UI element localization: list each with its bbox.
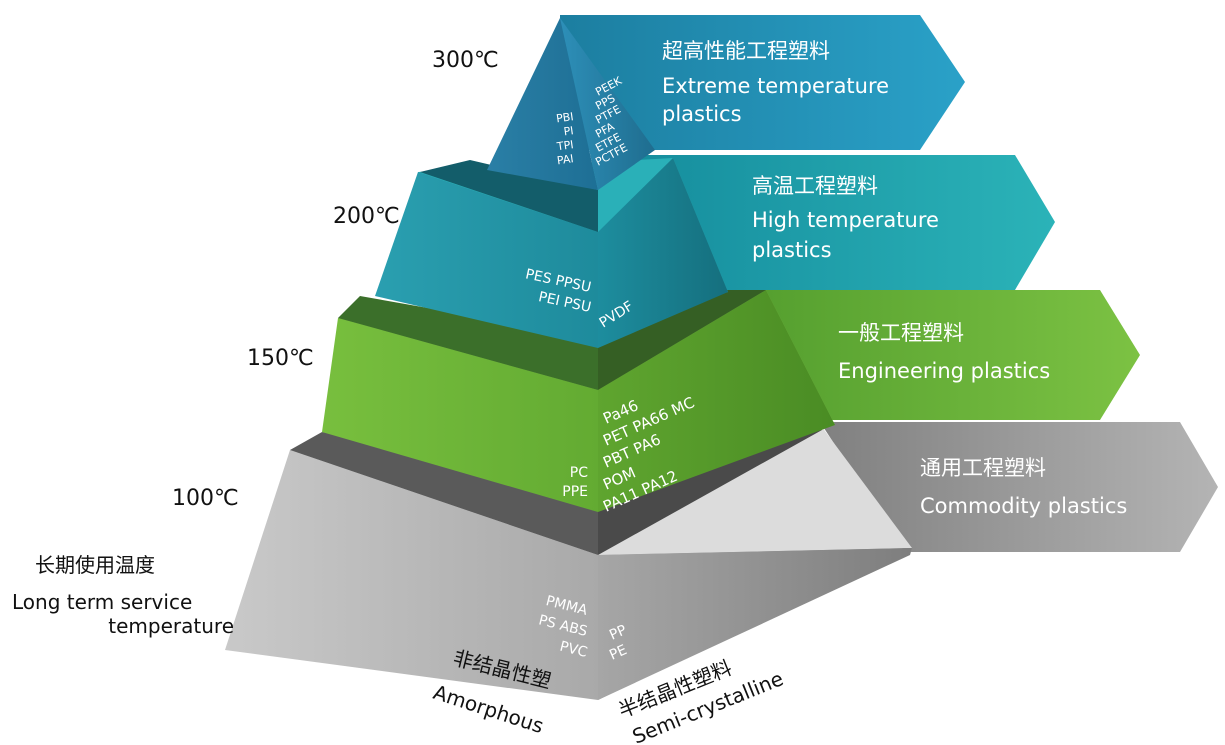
legend: 长期使用温度 Long term service temperature [12, 553, 234, 638]
banner-engineering-cn: 一般工程塑料 [838, 321, 964, 345]
banner-high: 高温工程塑料 High temperature plastics [640, 155, 1055, 290]
temp-200-value: 200 [333, 204, 375, 229]
legend-en-line2: temperature [108, 614, 234, 638]
materials-extreme-amorphous: PBI PI TPI PAI [555, 110, 574, 167]
svg-text:300℃: 300℃ [432, 48, 499, 73]
temperature-200: 200℃ [333, 204, 400, 229]
svg-text:200℃: 200℃ [333, 204, 400, 229]
mat-pc: PC [570, 465, 588, 481]
banner-high-en-1: High temperature [752, 208, 939, 232]
mat-pvc: PVC [558, 639, 589, 661]
legend-en-line1: Long term service [12, 590, 192, 614]
banner-extreme-cn: 超高性能工程塑料 [662, 39, 830, 63]
mat-pp: PP [607, 622, 629, 643]
temperature-300: 300℃ [432, 48, 499, 73]
tier-extreme [487, 18, 655, 190]
temp-150-unit: ℃ [289, 346, 314, 371]
tier-separator-green [338, 296, 598, 390]
svg-text:100℃: 100℃ [172, 486, 239, 511]
tier-separator-teal [420, 160, 598, 232]
banner-extreme-en-1: Extreme temperature [662, 74, 889, 98]
mat-pe: PE [607, 642, 629, 664]
banner-commodity-cn: 通用工程塑料 [920, 456, 1046, 480]
temp-200-unit: ℃ [375, 204, 400, 229]
mat-pai: PAI [556, 152, 574, 167]
materials-engineering-amorphous: PC PPE [562, 465, 588, 500]
temp-150-value: 150 [247, 346, 289, 371]
banner-high-en-2: plastics [752, 238, 832, 262]
temp-300-value: 300 [432, 48, 474, 73]
tier-separator-dark [290, 432, 598, 555]
mat-tpi: TPI [555, 138, 574, 153]
banner-commodity: 通用工程塑料 Commodity plastics [820, 422, 1218, 552]
temperature-150: 150℃ [247, 346, 314, 371]
banner-high-cn: 高温工程塑料 [752, 174, 878, 198]
banner-engineering-en: Engineering plastics [838, 359, 1050, 383]
tier-separator-dark-right [598, 427, 822, 555]
temp-100-value: 100 [172, 486, 214, 511]
materials-commodity-semicrystalline: PP PE [607, 622, 629, 663]
banner-commodity-en: Commodity plastics [920, 494, 1127, 518]
mat-ppe: PPE [562, 484, 588, 500]
legend-cn: 长期使用温度 [35, 553, 155, 577]
banner-extreme-en-2: plastics [662, 102, 742, 126]
mat-pi: PI [563, 124, 575, 138]
temperature-100: 100℃ [172, 486, 239, 511]
mat-pbi: PBI [555, 110, 574, 125]
temp-300-unit: ℃ [474, 48, 499, 73]
temp-100-unit: ℃ [214, 486, 239, 511]
banner-extreme: 超高性能工程塑料 Extreme temperature plastics [560, 15, 965, 150]
svg-text:150℃: 150℃ [247, 346, 314, 371]
tier-separator-green-right [598, 290, 766, 390]
tier-high [375, 158, 728, 348]
